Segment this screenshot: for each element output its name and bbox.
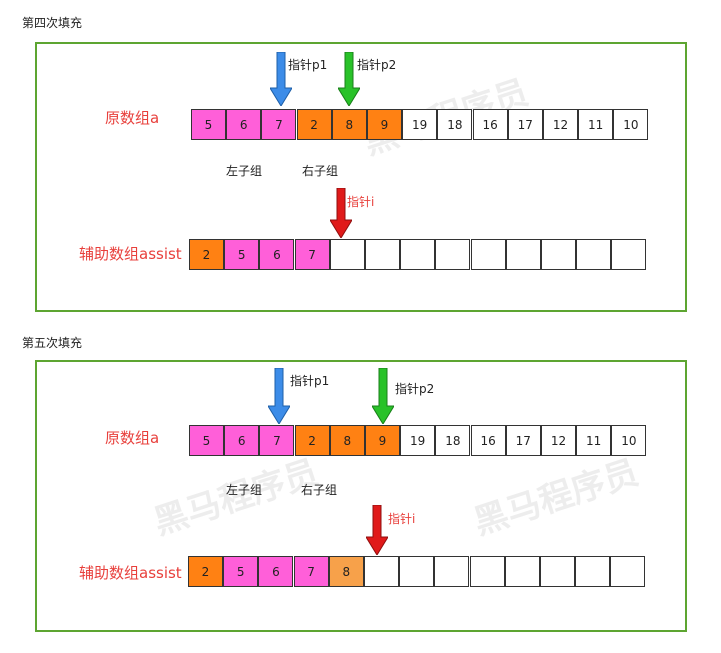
assist-cell [470,239,506,270]
right-subgroup-label: 右子组 [302,164,339,178]
array-cell: 11 [578,109,614,140]
array-cell: 2 [296,109,332,140]
assist-cell [540,556,575,587]
assist-cell: 7 [293,556,329,587]
array-label: 原数组a [105,109,160,127]
array-cell: 18 [437,109,473,140]
pointer-p2-label: 指针p2 [357,58,397,72]
left-subgroup-label: 左子组 [226,164,263,178]
pointer-p2-arrow [338,52,360,106]
pointer-p2-arrow [372,368,394,424]
assist-cell [504,556,540,587]
assist-cell [365,239,400,270]
assist-cell [435,239,471,270]
pointer-i-arrow [330,188,352,238]
step-panel [35,42,687,312]
assist-cell: 8 [328,556,364,587]
array-cell: 5 [191,109,226,140]
assist-cell: 6 [258,556,294,587]
array-cell: 19 [400,425,436,456]
step-panel [35,360,687,632]
array-cell: 7 [259,425,295,456]
pointer-p1-label: 指针p1 [288,58,328,72]
assist-cell [505,239,541,270]
assist-cell [329,239,365,270]
assist-cell [364,556,399,587]
array-cell: 16 [472,109,508,140]
pointer-i-label: 指针i [388,512,416,526]
array-cell: 6 [226,109,262,140]
pointer-p1-label: 指针p1 [290,374,330,388]
assist-cell [434,556,470,587]
array-cell: 9 [365,425,400,456]
assist-cell [400,239,436,270]
assist-cell: 5 [224,239,260,270]
array-cell: 5 [189,425,224,456]
array-cell: 11 [576,425,612,456]
array-cell: 19 [402,109,438,140]
array-cell: 10 [613,109,649,140]
pointer-i-arrow [366,505,388,555]
pointer-p1-arrow [270,52,292,106]
assist-cell: 7 [294,239,330,270]
array-cell: 12 [541,425,576,456]
array-cell: 18 [435,425,471,456]
array-cell: 6 [224,425,260,456]
array-cell: 10 [611,425,647,456]
array-cell: 16 [470,425,506,456]
array-cell: 8 [329,425,365,456]
array-cell: 8 [331,109,367,140]
pointer-p1-arrow [268,368,290,424]
array-cell: 2 [294,425,330,456]
assist-cell: 2 [189,239,224,270]
assist-cell [469,556,505,587]
assist-label: 辅助数组assist [79,564,182,582]
assist-cell [611,239,647,270]
right-subgroup-label: 右子组 [301,483,338,497]
array-cell: 17 [507,109,543,140]
assist-cell [541,239,576,270]
array-cell: 17 [505,425,541,456]
assist-cell: 2 [188,556,223,587]
array-cell: 12 [543,109,578,140]
pointer-i-label: 指针i [347,195,375,209]
assist-label: 辅助数组assist [79,245,182,263]
array-label: 原数组a [105,429,160,447]
pointer-p2-label: 指针p2 [395,382,435,396]
assist-cell [576,239,612,270]
array-cell: 9 [367,109,402,140]
assist-cell: 6 [259,239,295,270]
step-title: 第五次填充 [22,336,83,350]
left-subgroup-label: 左子组 [226,483,263,497]
step-title: 第四次填充 [22,16,83,30]
assist-cell: 5 [223,556,259,587]
assist-cell [610,556,646,587]
assist-cell [399,556,435,587]
assist-cell [575,556,611,587]
array-cell: 7 [261,109,297,140]
